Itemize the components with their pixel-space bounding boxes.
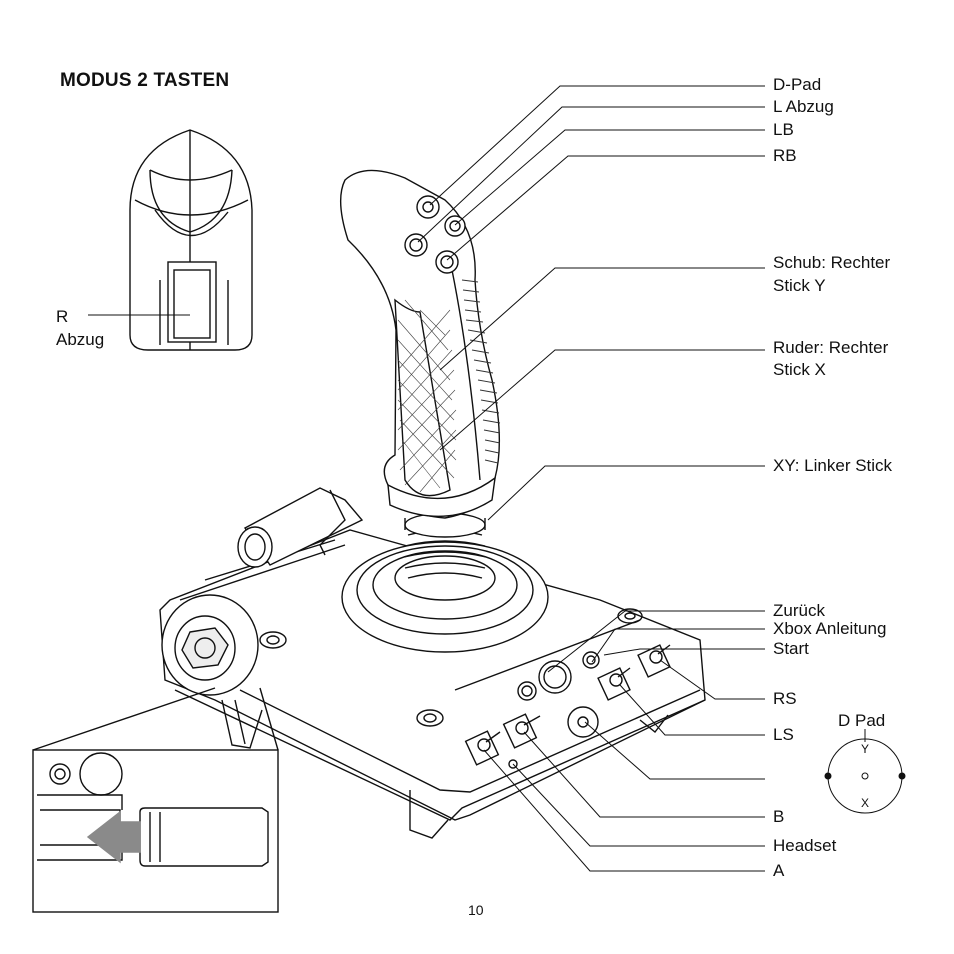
label-r-trigger-line2: Abzug (56, 330, 105, 349)
label-b: B (773, 807, 785, 826)
label-start: Start (773, 639, 809, 658)
label-rudder-line2: Stick X (773, 360, 826, 379)
label-throttle-line1: Schub: Rechter (773, 253, 891, 272)
label-back: Zurück (773, 601, 825, 620)
page-number: 10 (468, 902, 484, 918)
dpad-axis-x: X (861, 796, 870, 810)
label-a: A (773, 861, 785, 880)
dpad-diagram (824, 729, 906, 814)
throttle-detail-inset (32, 687, 279, 913)
label-dpad: D-Pad (773, 75, 822, 94)
label-rb: RB (773, 146, 797, 165)
label-ls: LS (773, 725, 794, 744)
label-rs: RS (773, 689, 797, 708)
label-r-trigger-line1: R (56, 307, 69, 326)
leader-lines (417, 85, 765, 872)
label-throttle-line2: Stick Y (773, 276, 826, 295)
label-lb: LB (773, 120, 794, 139)
label-rudder-line1: Ruder: Rechter (773, 338, 889, 357)
label-xbox-guide: Xbox Anleitung (773, 619, 887, 638)
joystick-grip (340, 169, 501, 519)
label-headset: Headset (773, 836, 837, 855)
page-title: MODUS 2 TASTEN (60, 70, 230, 91)
label-l-trigger: L Abzug (773, 97, 834, 116)
joystick-base (159, 529, 706, 839)
dpad-axis-y: Y (861, 742, 870, 756)
dpad-title: D Pad (838, 711, 886, 730)
throttle-lever (237, 487, 364, 568)
stick-gimbal (341, 512, 549, 653)
label-xy-left-stick: XY: Linker Stick (773, 456, 893, 475)
grip-rear-view (88, 129, 253, 351)
